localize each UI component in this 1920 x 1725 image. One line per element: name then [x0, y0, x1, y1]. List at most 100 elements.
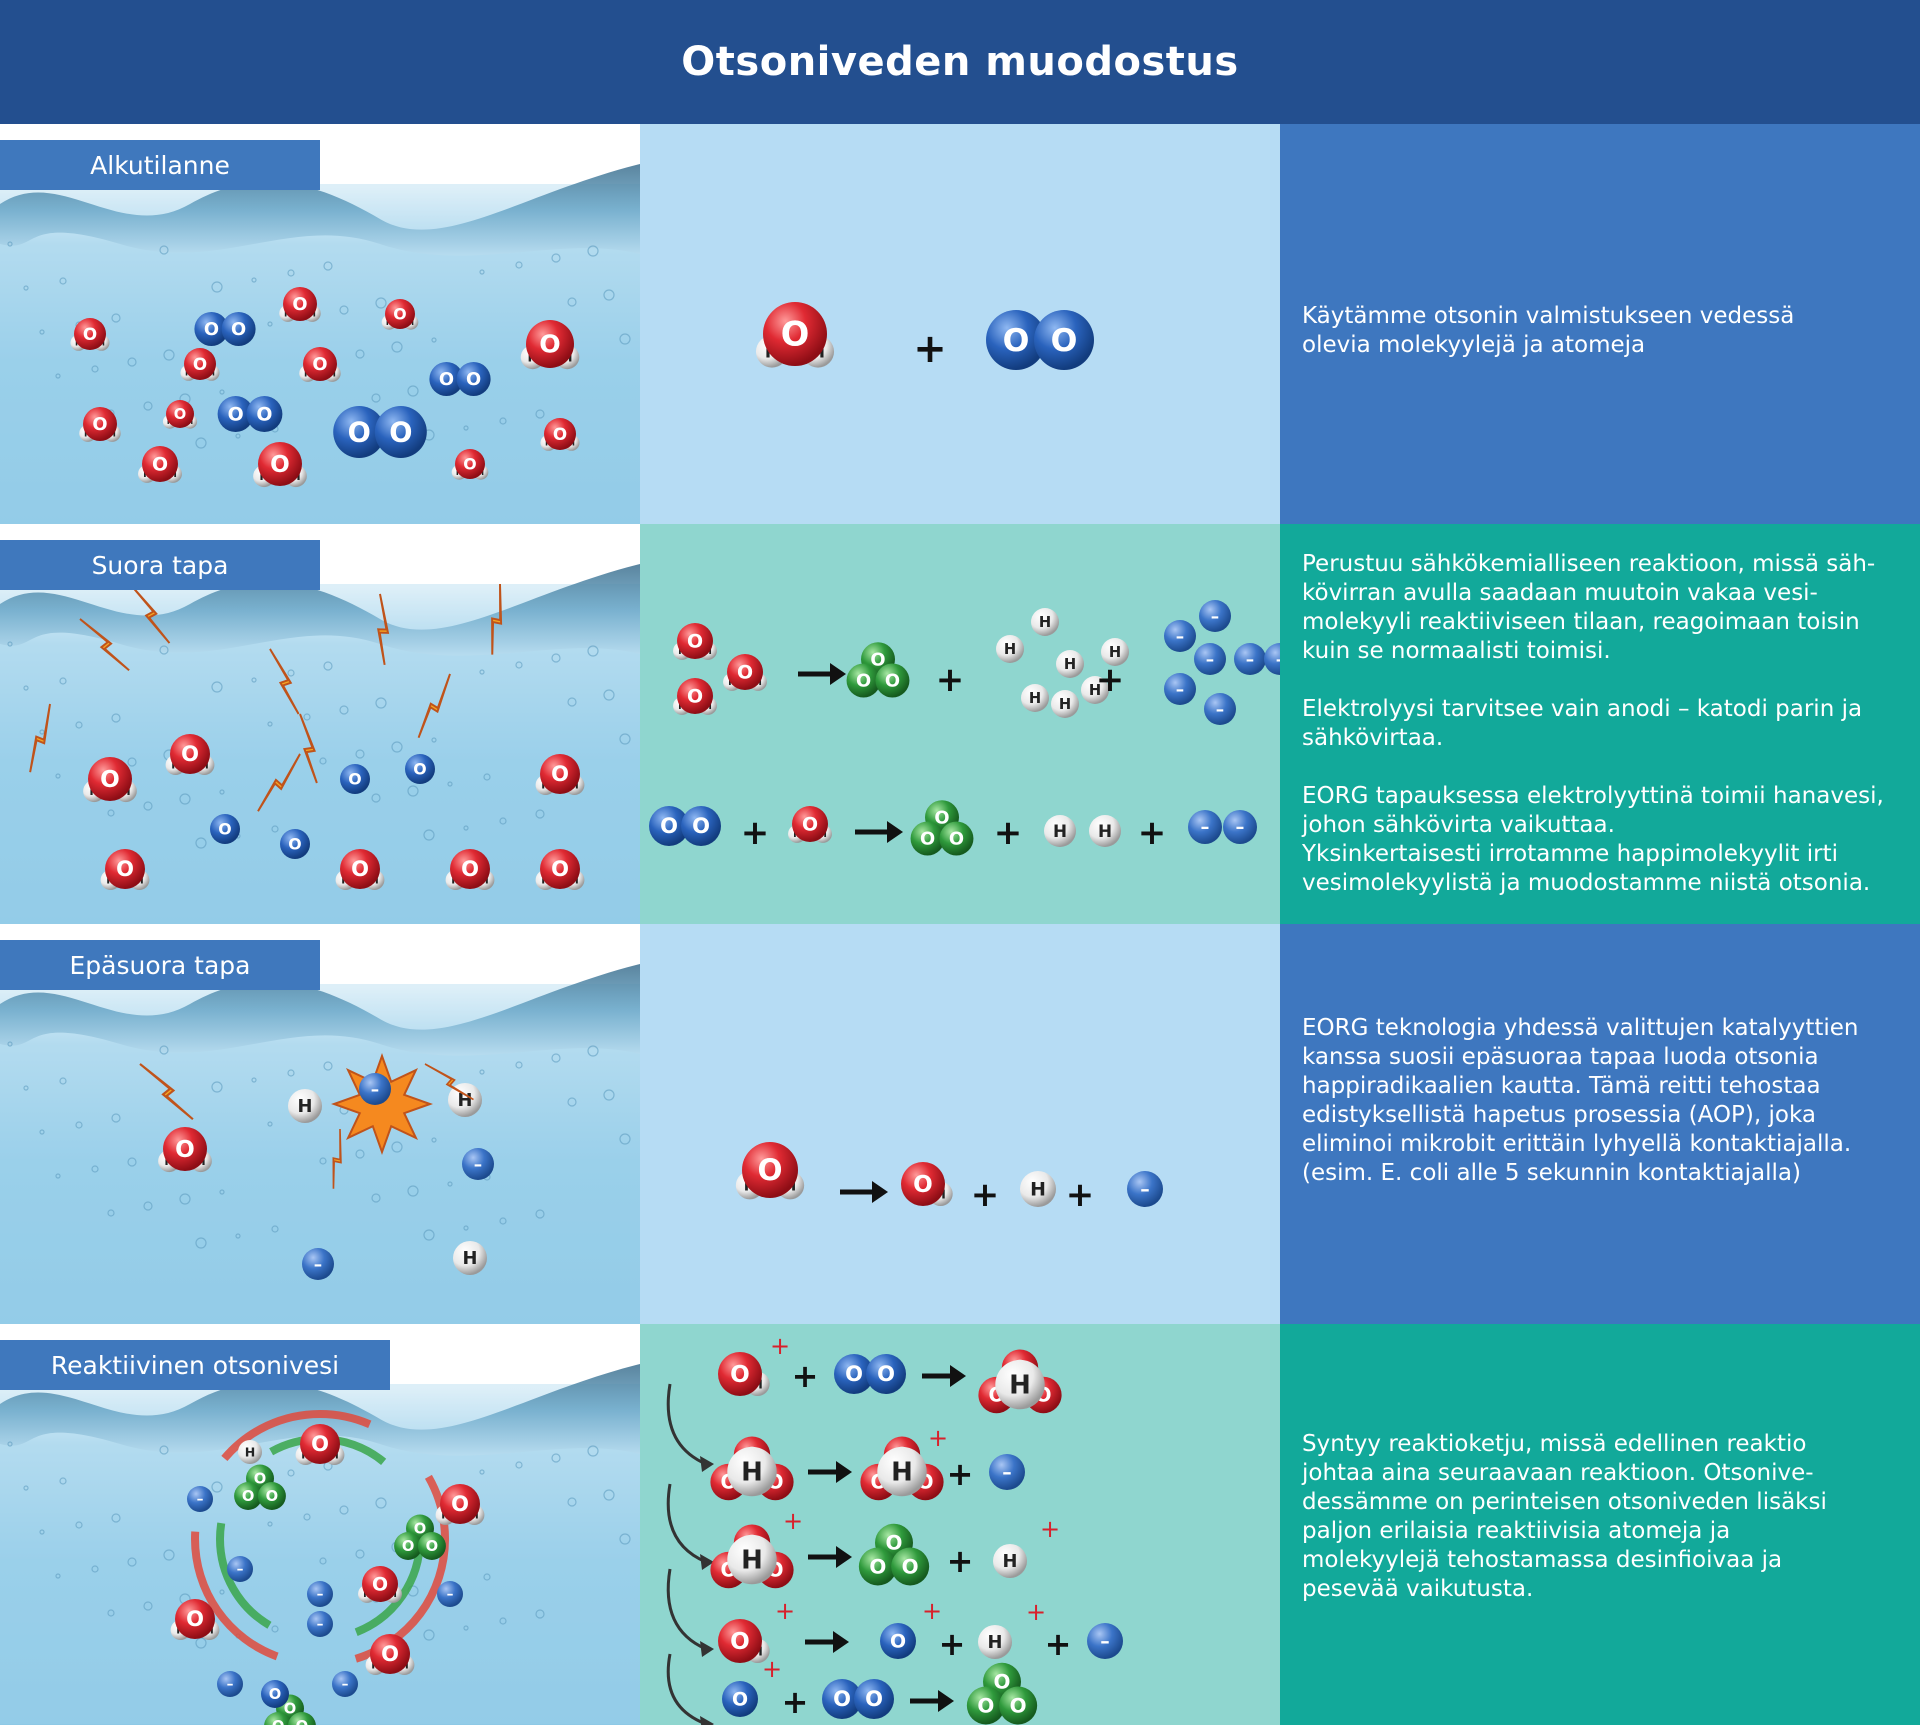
svg-text:H: H: [1030, 1178, 1046, 1200]
svg-text:O: O: [551, 857, 569, 881]
section-suora-tapa: HHOHHOHHOHHOHHOHHOHHOOOOO Suora tapa HHO…: [0, 524, 1920, 924]
reaction-arrow-icon: [910, 1690, 954, 1712]
water-molecule: HHO: [79, 407, 121, 442]
svg-text:O: O: [100, 767, 120, 793]
description-panel: Perustuu sähkökemialliseen reaktioon, mi…: [1280, 524, 1920, 924]
description-panel: EORG teknologia yhdessä valittujen katal…: [1280, 924, 1920, 1324]
water-molecule: HHO: [445, 849, 495, 890]
water-molecule: HHO: [535, 849, 585, 890]
plus-sign: +: [971, 1175, 1000, 1215]
lightning-bolt-icon: [299, 713, 318, 784]
electron: –: [1204, 693, 1236, 725]
water-illustration: HHOHHOHHOHHOHHOOOOOOOOOO–––––––HO: [0, 1324, 640, 1725]
svg-text:H: H: [1009, 1370, 1031, 1400]
svg-text:–: –: [317, 1587, 324, 1603]
positive-charge-icon: +: [775, 1597, 795, 1625]
svg-text:O: O: [1003, 323, 1030, 359]
electron: –: [1264, 643, 1280, 675]
electron: –: [1164, 620, 1196, 652]
oxygen-atom: O: [405, 754, 435, 784]
svg-text:H: H: [245, 1444, 256, 1459]
description-panel: Syntyy reaktioketju, missä edellinen rea…: [1280, 1324, 1920, 1725]
description-panel: Käytämme otsonin valmistukseen vedessä o…: [1280, 124, 1920, 524]
svg-text:O: O: [845, 1362, 863, 1386]
reaction-equation-panel: HHO+OO: [640, 124, 1280, 524]
svg-text:O: O: [269, 1686, 282, 1703]
hydrogen-atom: H: [996, 635, 1024, 663]
hydrogen-atom: H: [1021, 684, 1049, 712]
svg-text:H: H: [1089, 682, 1101, 699]
svg-text:H: H: [298, 1096, 313, 1117]
svg-text:–: –: [1211, 606, 1219, 626]
hydrogen-atom: H: [1089, 815, 1121, 847]
svg-text:H: H: [1064, 656, 1076, 673]
page-title: Otsoniveden muodostus: [681, 39, 1239, 85]
positive-charge-icon: +: [1026, 1598, 1046, 1626]
svg-text:O: O: [553, 424, 567, 444]
svg-text:O: O: [312, 354, 327, 375]
electron: –: [462, 1148, 494, 1180]
electron: –: [1164, 673, 1196, 705]
hydrogen-atom: H: [448, 1083, 482, 1117]
svg-text:H: H: [1039, 614, 1051, 631]
svg-text:O: O: [977, 1693, 994, 1717]
svg-text:–: –: [314, 1254, 322, 1274]
plus-sign: +: [782, 1683, 809, 1721]
water-molecule: HHO: [295, 1424, 345, 1465]
svg-text:O: O: [802, 813, 818, 835]
electron: –: [1199, 600, 1231, 632]
svg-text:O: O: [256, 403, 272, 425]
svg-text:H: H: [463, 1248, 478, 1269]
positive-charge-icon: +: [928, 1424, 948, 1452]
lightning-bolt-icon: [269, 648, 300, 715]
svg-text:–: –: [1246, 649, 1254, 669]
water-molecule: HHO: [673, 678, 717, 715]
svg-text:O: O: [463, 454, 476, 473]
water-molecule: HHO: [170, 1599, 220, 1640]
svg-text:O: O: [181, 742, 199, 766]
electron: –: [359, 1073, 391, 1105]
section-label: Alkutilanne: [0, 140, 320, 190]
svg-text:O: O: [266, 1488, 279, 1505]
oxygen-atom: O: [280, 829, 310, 859]
hydrogen-atom: H: [978, 1625, 1012, 1659]
oxygen-atom: O: [261, 1680, 289, 1708]
svg-text:O: O: [174, 406, 187, 423]
reaction-arrow-icon: [808, 1461, 852, 1483]
description-text: Perustuu sähkökemialliseen reaktioon, mi…: [1302, 551, 1876, 664]
svg-text:O: O: [902, 1554, 919, 1578]
svg-text:O: O: [348, 417, 371, 448]
svg-text:O: O: [413, 759, 426, 778]
oxygen-atom: O: [722, 1681, 758, 1717]
svg-text:O: O: [920, 829, 935, 850]
chain-arrow-icon: [666, 1653, 714, 1725]
water-molecule: HHO: [435, 1484, 485, 1525]
electron: –: [302, 1248, 334, 1280]
svg-text:O: O: [856, 671, 871, 692]
hydrogen-atom: H: [993, 1544, 1027, 1578]
water-molecule: HHO: [358, 1566, 402, 1603]
plus-sign: +: [913, 326, 947, 372]
svg-text:O: O: [284, 1701, 297, 1718]
water-molecule: HHO: [755, 302, 835, 368]
header-bar: Otsoniveden muodostus: [0, 0, 1920, 124]
reaction-arrow-icon: [798, 663, 846, 685]
plus-sign: +: [1138, 813, 1167, 853]
svg-text:–: –: [1206, 649, 1214, 669]
svg-text:O: O: [288, 834, 301, 853]
svg-text:O: O: [348, 769, 361, 788]
plus-sign: +: [1045, 1625, 1072, 1663]
electron: –: [187, 1486, 213, 1512]
section-reaktiivinen-otsonivesi: HHOHHOHHOHHOHHOOOOOOOOOO–––––––HO Reakti…: [0, 1324, 1920, 1725]
svg-text:H: H: [1004, 641, 1016, 658]
svg-text:O: O: [551, 762, 569, 786]
water-illustration: HHOHHOHHOHHOHHOHHOHHOHHOHHOHHOHHOHHOOOOO…: [0, 124, 640, 524]
electron: –: [1223, 810, 1257, 844]
